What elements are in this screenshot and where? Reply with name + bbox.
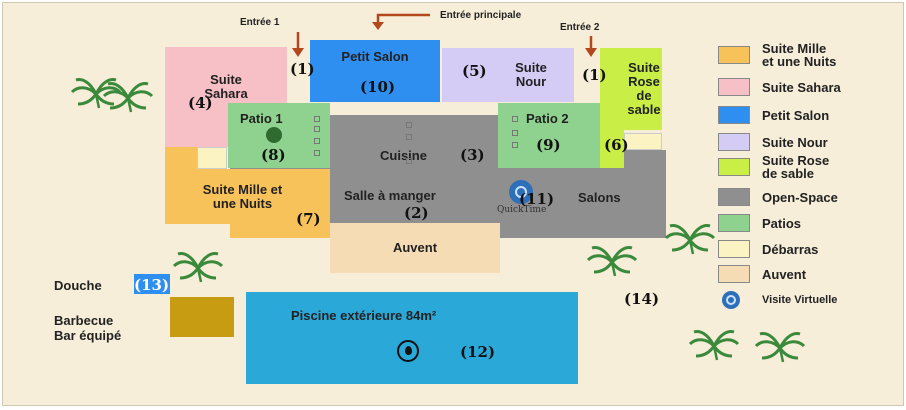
arrow-down-icon: [292, 32, 304, 57]
label-number: (6): [604, 136, 629, 154]
legend-label: Visite Virtuelle: [762, 293, 838, 306]
suite-rose-label: Suite Rose de sable: [627, 60, 661, 117]
label-number: (11): [519, 190, 555, 208]
legend-label: Suite Mille et une Nuits: [762, 41, 837, 69]
patio-window: [314, 150, 320, 156]
suite-rose-extension: [600, 130, 624, 168]
legend-item: Open-Space: [718, 186, 838, 208]
piscine-exterieure: [246, 292, 578, 384]
debarras-west: [197, 147, 227, 169]
label-number: (14): [624, 290, 660, 308]
label-number: (10): [360, 78, 396, 96]
legend-label: Petit Salon: [762, 107, 830, 123]
suite-mille-extension: [230, 224, 330, 238]
suite-rose-de-sable: Suite Rose de sable: [600, 48, 662, 130]
suite-mille-et-une-nuits: Suite Mille et une Nuits: [165, 169, 330, 224]
legend-label: Suite Rose de sable: [762, 153, 830, 181]
barbecue-label: Barbecue Bar équipé: [54, 313, 122, 343]
open-space-cuisine-area: [330, 115, 500, 168]
suite-sahara-label: Suite Sahara: [204, 72, 248, 101]
label-number: (2): [404, 204, 429, 222]
legend-item: Suite Mille et une Nuits: [718, 41, 837, 69]
patio-window: [314, 116, 320, 122]
quicktime-label: QuickTime: [497, 205, 547, 215]
cuisine-window: [406, 134, 412, 140]
cuisine-label: Cuisine: [380, 148, 427, 163]
barbecue-area: [170, 297, 234, 337]
open-space-salons-area: [498, 168, 666, 238]
petit-salon-label: Petit Salon: [341, 49, 409, 64]
legend-label: Suite Sahara: [762, 79, 841, 95]
legend-swatch: [718, 265, 750, 283]
legend-swatch: [718, 46, 750, 64]
label-number: (9): [536, 136, 561, 154]
legend-swatch: [718, 133, 750, 151]
legend-swatch: [718, 106, 750, 124]
legend-item: Suite Sahara: [718, 76, 841, 98]
patio-window: [314, 126, 320, 132]
arrow-down-icon: [585, 36, 597, 57]
legend-item: Patios: [718, 212, 801, 234]
legend-swatch: [718, 78, 750, 96]
legend-label: Patios: [762, 215, 802, 231]
label-number: (12): [460, 343, 496, 361]
auvent: Auvent: [330, 223, 500, 273]
virtual-tour-icon[interactable]: [509, 180, 533, 204]
label-number: (1): [290, 60, 315, 78]
petit-salon: Petit Salon: [310, 40, 440, 102]
label-number: (3): [460, 146, 485, 164]
label-number: (1): [582, 66, 607, 84]
legend-item: Suite Nour: [718, 131, 828, 153]
suite-nour: Suite Nour: [442, 48, 574, 102]
cuisine-window: [406, 158, 412, 164]
legend-item: Débarras: [718, 238, 818, 260]
legend-item: Auvent: [718, 263, 806, 285]
salle-a-manger-label: Salle à manger: [344, 188, 436, 203]
patio-2-label: Patio 2: [526, 111, 569, 126]
legend-swatch: [718, 214, 750, 232]
label-number: (8): [261, 146, 286, 164]
label-number: (7): [296, 210, 321, 228]
patio-window: [314, 138, 320, 144]
patio-tree-icon: [266, 127, 282, 143]
mille-corner: [165, 147, 197, 169]
label-number: (5): [462, 62, 487, 80]
legend-swatch: [718, 158, 750, 176]
patio-window: [512, 142, 518, 148]
salons-label: Salons: [578, 190, 621, 205]
suite-mille-label: Suite Mille et une Nuits: [202, 181, 283, 211]
legend-label: Débarras: [762, 241, 819, 257]
pool-drop-icon: [397, 340, 419, 362]
legend-label: Open-Space: [762, 189, 838, 205]
legend-swatch: [718, 188, 750, 206]
patio-1-label: Patio 1: [240, 111, 283, 126]
suite-nour-label: Suite Nour: [515, 60, 547, 89]
legend-item: Petit Salon: [718, 104, 829, 126]
debarras-rose: [624, 133, 662, 150]
legend-swatch: [718, 240, 750, 258]
arrow-left-icon: [372, 13, 430, 30]
legend-item: Suite Rose de sable: [718, 153, 830, 181]
entrance-1-label: Entrée 1: [240, 17, 280, 28]
entrance-2-label: Entrée 2: [560, 22, 600, 33]
legend-label: Suite Nour: [762, 134, 828, 150]
label-number: (4): [188, 94, 213, 112]
auvent-label: Auvent: [392, 240, 438, 255]
virtual-tour-icon: [722, 291, 740, 309]
open-space-east: [612, 150, 666, 170]
piscine-label: Piscine extérieure 84m²: [291, 308, 437, 323]
main-entrance-label: Entrée principale: [440, 10, 522, 21]
patio-window: [512, 130, 518, 136]
cuisine-window: [406, 122, 412, 128]
douche-label: Douche: [54, 278, 102, 293]
douche-area: [134, 274, 170, 294]
legend-item: Visite Virtuelle: [718, 289, 837, 311]
patio-window: [512, 116, 518, 122]
label-number: (13): [134, 276, 170, 294]
legend-label: Auvent: [762, 266, 807, 282]
